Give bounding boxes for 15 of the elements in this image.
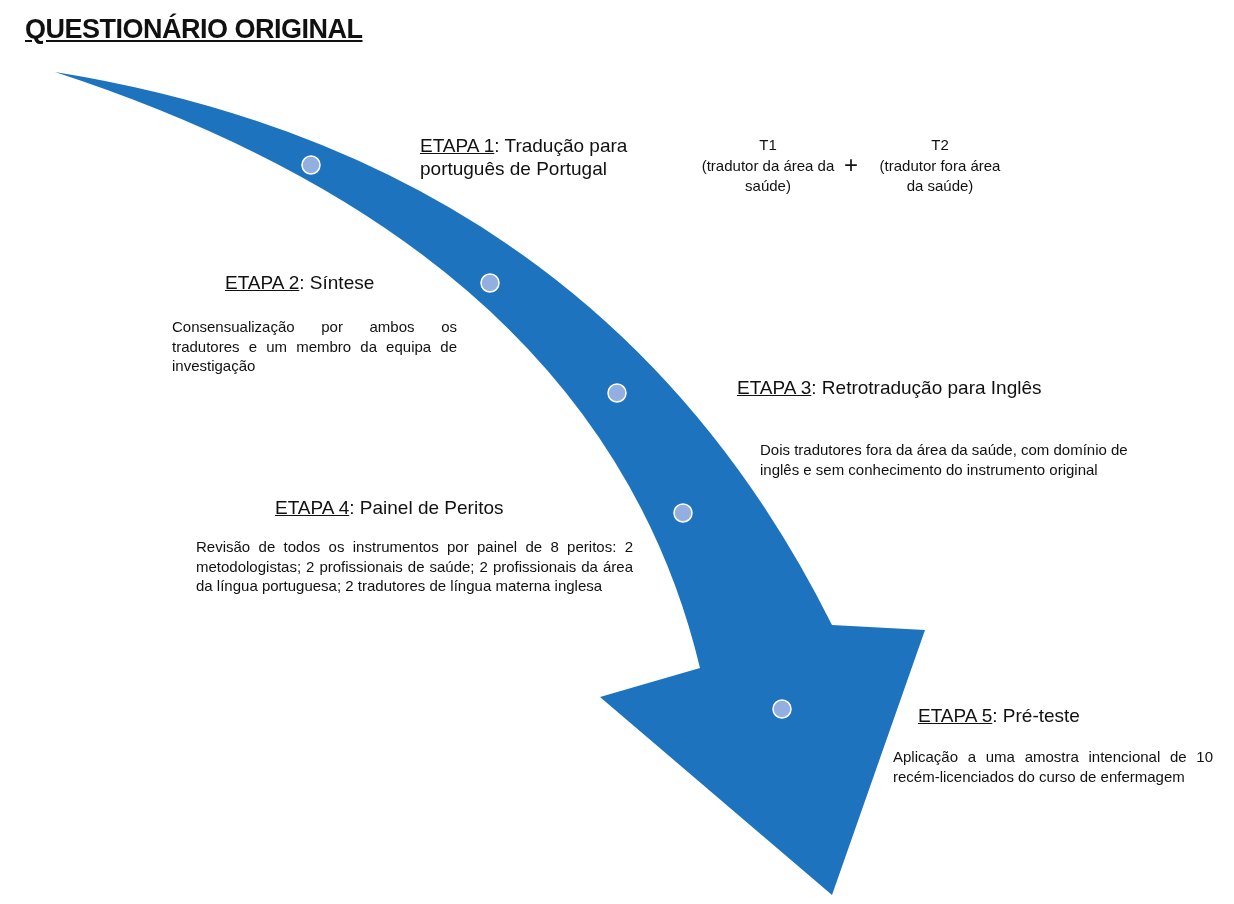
step-description: Consensualização por ambos os tradutores e um membro da equipa de investigação — [172, 317, 457, 376]
title: QUESTIONÁRIO ORIGINAL — [25, 14, 363, 45]
translator-label: (tradutor fora área da saúde) — [878, 156, 1002, 195]
step-heading: ETAPA 1: Tradução para português de Portugal — [420, 135, 629, 181]
step-description: Dois tradutores fora da área da saúde, com domínio de inglês e sem conhecimento do instrumento original — [760, 440, 1129, 479]
translator-label: T2 — [930, 135, 950, 155]
translator-label: (tradutor da área da saúde) — [700, 156, 836, 195]
step-description: Revisão de todos os instrumentos por painel de 8 peritos: 2 metodologistas; 2 profissionais de saúde; 2 profissionais da área da língua portuguesa; 2 tradutores de língua materna inglesa — [196, 537, 633, 596]
step-description: Aplicação a uma amostra intencional de 10 recém-licenciados do curso de enfermagem — [893, 747, 1213, 786]
step-heading: ETAPA 3: Retrotradução para Inglês — [737, 377, 1042, 400]
plus-sign: + — [844, 153, 858, 177]
step-heading: ETAPA 5: Pré-teste — [918, 705, 1080, 728]
step-heading: ETAPA 2: Síntese — [225, 272, 375, 295]
translator-label: T1 — [758, 135, 778, 155]
step-heading: ETAPA 4: Painel de Peritos — [275, 497, 504, 520]
